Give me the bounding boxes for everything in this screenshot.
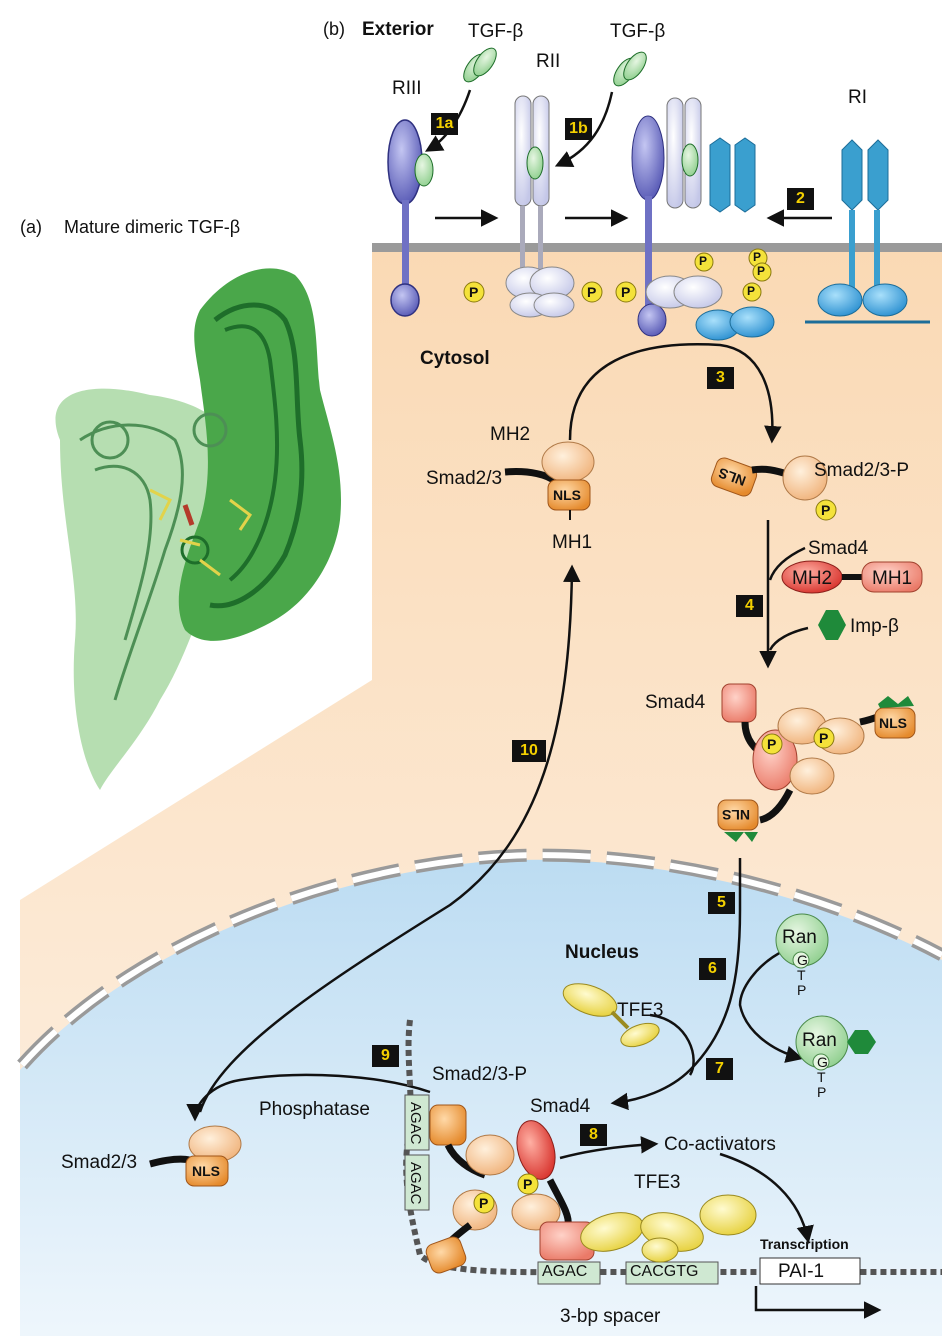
arrows xyxy=(186,89,882,1319)
gene-label: PAI-1 xyxy=(778,1261,825,1282)
step-8-badge: 8 xyxy=(580,1124,607,1146)
complex-smad4-label: Smad4 xyxy=(645,692,706,713)
ran-p-label-2: P xyxy=(817,1084,827,1100)
ran-gtp xyxy=(775,913,829,969)
tfe3-dna-label: TFE3 xyxy=(634,1172,681,1193)
phospho-label-9: P xyxy=(767,736,777,752)
exterior-label: Exterior xyxy=(362,19,434,40)
plasma-membrane xyxy=(372,243,942,252)
phospho-label-8: P xyxy=(821,502,831,518)
smad23p-cytosol xyxy=(710,455,837,521)
coactivators-label: Co-activators xyxy=(664,1134,776,1155)
receptor-complex xyxy=(631,97,775,341)
smad4-cytosol xyxy=(781,560,923,640)
step-5-badge: 5 xyxy=(708,892,735,914)
nuclear-smad23-label: Smad2/3 xyxy=(61,1152,138,1173)
nuclear-smad23p-label: Smad2/3-P xyxy=(432,1064,528,1085)
step-9-badge: 9 xyxy=(372,1045,399,1067)
nls-label-complex-1: NLS xyxy=(879,715,907,731)
ligand-label-1: TGF-β xyxy=(468,21,524,42)
agac-label-1: AGAC xyxy=(407,1102,424,1145)
ligand-label-2: TGF-β xyxy=(610,21,666,42)
phospho-label-1: P xyxy=(469,284,479,300)
ran-label-1: Ran xyxy=(782,927,817,948)
step-1b-badge: 1b xyxy=(565,118,592,140)
phospho-label-4: P xyxy=(699,254,708,268)
step-2-badge: 2 xyxy=(787,188,814,210)
step-1a-badge: 1a xyxy=(431,113,458,135)
phospho-label-12: P xyxy=(523,1176,533,1192)
nuclear-envelope-inner xyxy=(19,852,942,1067)
smad23-nucleus xyxy=(149,1125,242,1187)
nls-label-complex-2: NLS xyxy=(722,807,750,823)
smad4-mh2-label: MH2 xyxy=(792,568,833,589)
tgf-beta-structure xyxy=(55,268,341,790)
smad-complex-cytosol xyxy=(717,683,916,842)
phospho-label-6: P xyxy=(757,264,766,278)
phosphatase-label: Phosphatase xyxy=(259,1099,370,1120)
nls-label-cytosol: NLS xyxy=(553,487,581,503)
cytosol-label: Cytosol xyxy=(420,348,490,369)
ran-label-2: Ran xyxy=(802,1030,837,1051)
phospho-label-11: P xyxy=(479,1195,489,1211)
mh1-label: MH1 xyxy=(552,532,593,553)
tgf-beta-ligand-2 xyxy=(613,51,647,87)
step-3-badge: 3 xyxy=(707,367,734,389)
step-4-badge: 4 xyxy=(736,595,763,617)
smad23-label: Smad2/3 xyxy=(426,468,503,489)
agac-label-2: AGAC xyxy=(407,1162,424,1205)
dna xyxy=(403,1019,942,1285)
step-7-badge: 7 xyxy=(706,1058,733,1080)
rii-receptor xyxy=(505,95,575,318)
step-6-badge: 6 xyxy=(699,958,726,980)
phospho-label-5: P xyxy=(753,250,762,264)
smad4-mh1-label: MH1 xyxy=(872,568,913,589)
ran-gtp-importin xyxy=(795,1015,876,1071)
transcription-label: Transcription xyxy=(760,1236,849,1252)
ran-g-label-2: G xyxy=(817,1054,828,1070)
nucleus-label: Nucleus xyxy=(565,942,639,963)
mh2-label: MH2 xyxy=(490,424,531,445)
importin-label: Imp-β xyxy=(850,616,899,637)
smad23p-label: Smad2/3-P xyxy=(814,460,910,481)
ran-t-label-1: T xyxy=(797,967,806,983)
nuclear-smad4-label: Smad4 xyxy=(530,1096,591,1117)
riii-receptor xyxy=(387,119,434,317)
rii-label: RII xyxy=(536,51,561,72)
ri-receptor xyxy=(805,139,930,324)
ri-label: RI xyxy=(848,87,867,108)
nls-label-nuclear: NLS xyxy=(192,1163,220,1179)
spacer-label: 3-bp spacer xyxy=(560,1306,661,1327)
smad23-cytosol xyxy=(504,430,595,520)
phospho-label-3: P xyxy=(621,284,631,300)
ran-g-label-1: G xyxy=(797,952,808,968)
agac-label-3: AGAC xyxy=(542,1263,588,1280)
tgf-beta-ligand-1 xyxy=(463,47,497,83)
tfe3-label: TFE3 xyxy=(617,1000,664,1021)
ran-t-label-2: T xyxy=(817,1069,826,1085)
phospho-label-7: P xyxy=(747,284,756,298)
phospho-label-2: P xyxy=(587,284,597,300)
phospho-label-10: P xyxy=(819,730,829,746)
cacgtg-label: CACGTG xyxy=(630,1263,699,1280)
nuclear-complex xyxy=(425,1104,757,1274)
step-10-badge: 10 xyxy=(512,740,546,762)
receptor-phosphates xyxy=(463,248,772,303)
panel-a-title: Mature dimeric TGF-β xyxy=(64,217,241,237)
ran-p-label-1: P xyxy=(797,982,807,998)
panel-b-tag: (b) xyxy=(323,19,345,39)
panel-a-tag: (a) xyxy=(20,217,42,237)
riii-label: RIII xyxy=(392,78,422,99)
smad4-label: Smad4 xyxy=(808,538,869,559)
tfe3-free xyxy=(562,983,660,1048)
